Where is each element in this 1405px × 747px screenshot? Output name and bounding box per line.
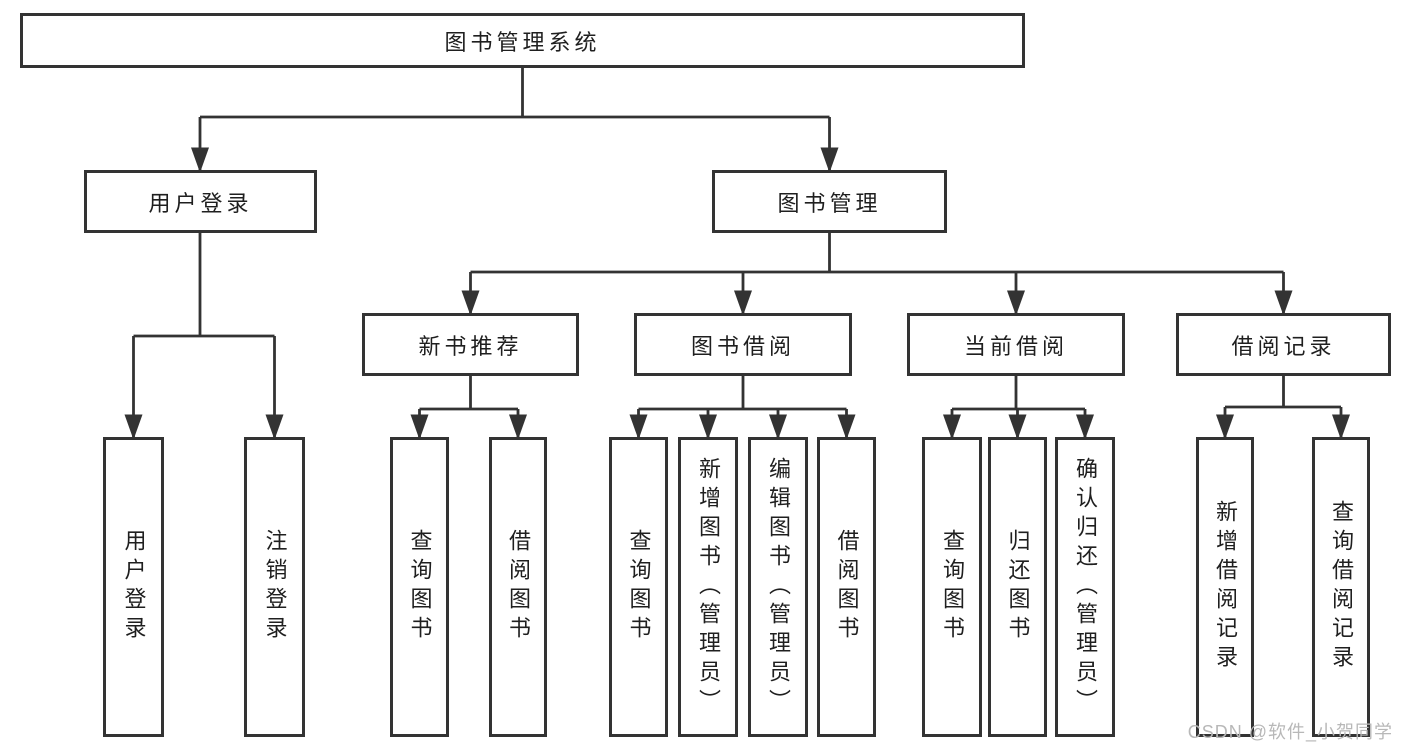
node-book-borrowing: 图书借阅 <box>634 313 852 376</box>
node-root: 图书管理系统 <box>20 13 1025 68</box>
leaf-nb-query-books: 查询图书 <box>390 437 449 737</box>
node-current-borrowing: 当前借阅 <box>907 313 1125 376</box>
connector-user-login-to-leaves <box>124 233 284 440</box>
node-new-book-recommend: 新书推荐 <box>362 313 579 376</box>
leaf-bb-add-books-admin-label: 新增图书（管理员） <box>696 456 721 718</box>
node-user-login: 用户登录 <box>84 170 317 233</box>
leaf-br-query-record: 查询借阅记录 <box>1312 437 1370 737</box>
connector-root-to-level2 <box>191 68 839 173</box>
connector-borrowing-records-to-leaves <box>1216 376 1350 440</box>
leaf-nb-query-books-label: 查询图书 <box>407 529 433 645</box>
leaf-cb-confirm-return-admin-label: 确认归还（管理员） <box>1073 456 1098 718</box>
leaf-br-add-record: 新增借阅记录 <box>1196 437 1254 737</box>
node-book-borrowing-label: 图书借阅 <box>690 333 795 359</box>
node-book-management-label: 图书管理 <box>777 190 882 216</box>
node-new-book-recommend-label: 新书推荐 <box>418 333 523 359</box>
watermark: CSDN @软件_小贺同学 <box>1187 722 1393 742</box>
leaf-cb-query-books: 查询图书 <box>922 437 982 737</box>
node-borrowing-records-label: 借阅记录 <box>1231 333 1336 359</box>
leaf-bb-query-books: 查询图书 <box>609 437 668 737</box>
leaf-user-login: 用户登录 <box>103 437 164 737</box>
leaf-bb-query-books-label: 查询图书 <box>626 529 652 645</box>
leaf-bb-edit-books-admin: 编辑图书（管理员） <box>748 437 808 737</box>
node-book-management: 图书管理 <box>712 170 947 233</box>
node-user-login-label: 用户登录 <box>148 190 253 216</box>
leaf-logout: 注销登录 <box>244 437 305 737</box>
connector-new-book-recommend-to-leaves <box>410 376 527 440</box>
leaf-cb-query-books-label: 查询图书 <box>940 529 965 645</box>
connector-book-borrowing-to-leaves <box>629 376 856 440</box>
leaf-cb-return-books-label: 归还图书 <box>1005 529 1031 645</box>
leaf-nb-borrow-books-label: 借阅图书 <box>506 529 531 645</box>
leaf-cb-return-books: 归还图书 <box>988 437 1047 737</box>
connector-book-management-to-level3 <box>461 233 1293 316</box>
node-borrowing-records: 借阅记录 <box>1176 313 1391 376</box>
connector-current-borrowing-to-leaves <box>943 376 1094 440</box>
leaf-br-query-record-label: 查询借阅记录 <box>1329 500 1354 674</box>
node-current-borrowing-label: 当前借阅 <box>963 333 1068 359</box>
leaf-bb-borrow-books-label: 借阅图书 <box>834 529 860 645</box>
node-root-label: 图书管理系统 <box>444 29 601 55</box>
leaf-bb-edit-books-admin-label: 编辑图书（管理员） <box>766 456 791 718</box>
leaf-logout-label: 注销登录 <box>262 529 288 645</box>
leaf-user-login-label: 用户登录 <box>121 529 147 645</box>
leaf-cb-confirm-return-admin: 确认归还（管理员） <box>1055 437 1115 737</box>
leaf-nb-borrow-books: 借阅图书 <box>489 437 547 737</box>
leaf-bb-add-books-admin: 新增图书（管理员） <box>678 437 738 737</box>
leaf-bb-borrow-books: 借阅图书 <box>817 437 876 737</box>
leaf-br-add-record-label: 新增借阅记录 <box>1213 500 1238 674</box>
